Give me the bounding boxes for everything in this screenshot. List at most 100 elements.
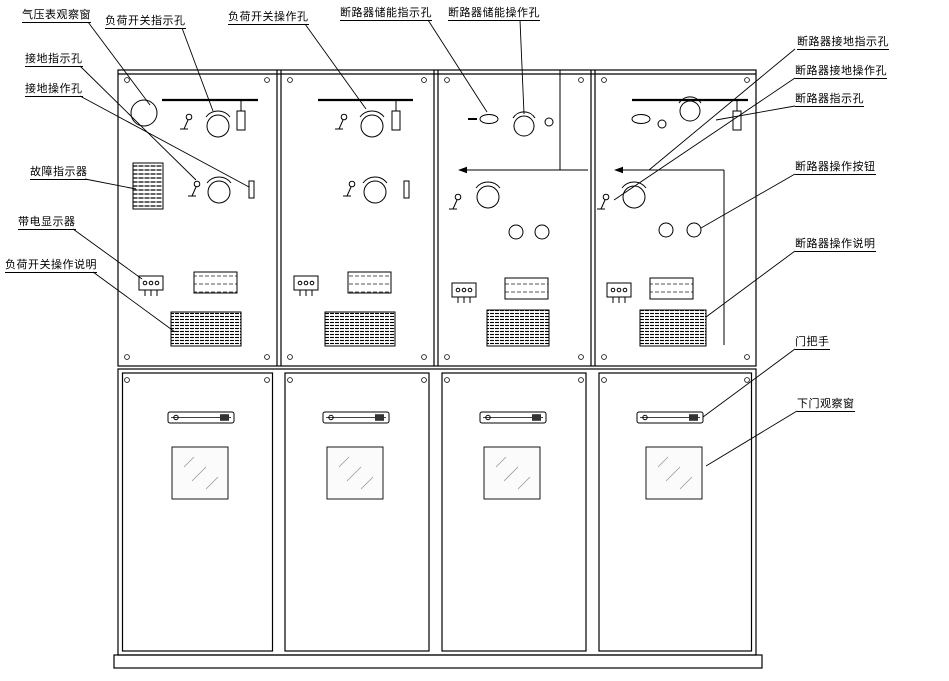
live-display-device — [138, 275, 164, 296]
step-arrow — [458, 166, 467, 174]
breaker-charge-operation-hole — [512, 111, 536, 137]
load-switch-operation-hole — [359, 110, 385, 138]
interlock-bar — [248, 180, 255, 199]
fault-indicator-device — [132, 162, 164, 210]
leader-line — [700, 173, 796, 229]
name-plate — [193, 271, 238, 294]
leader-line — [79, 65, 197, 181]
label-load-switch-operation-hole: 负荷开关操作孔 — [228, 10, 309, 25]
panel-2 — [293, 98, 413, 347]
door-1-handle — [167, 411, 235, 424]
label-breaker-charge-operation-hole: 断路器储能操作孔 — [448, 6, 540, 21]
interlock-slot — [391, 110, 401, 131]
leader-line — [72, 228, 143, 280]
operation-instruction-plate — [324, 311, 396, 347]
breaker-ground-indicator — [449, 193, 462, 210]
ground-switch-indicator — [343, 180, 356, 197]
breaker-button — [658, 222, 674, 238]
leader-line — [87, 21, 151, 106]
breaker-indicator — [657, 119, 667, 129]
door-4-window — [645, 446, 703, 500]
panel-4 — [597, 96, 748, 347]
breaker-charge-indicator — [631, 114, 651, 124]
ground-operation-hole — [362, 176, 388, 204]
panel-screws — [124, 77, 750, 383]
live-display-device — [293, 275, 319, 296]
label-breaker-charge-indicator-hole: 断路器储能指示孔 — [340, 6, 432, 21]
interlock-bar — [403, 180, 410, 199]
name-plate — [504, 277, 549, 300]
door-1-window — [171, 446, 229, 500]
breaker-button — [508, 224, 524, 240]
label-door-handle: 门把手 — [795, 335, 830, 350]
cabinet-lower-frame — [113, 368, 763, 669]
label-breaker-ground-operation-hole: 断路器接地操作孔 — [795, 64, 887, 79]
label-load-switch-instructions: 负荷开关操作说明 — [5, 258, 97, 273]
breaker-ground-operation-hole — [621, 181, 647, 209]
breaker-ground-operation-hole — [475, 181, 501, 209]
leader-line — [705, 410, 798, 467]
label-ground-operation-hole: 接地操作孔 — [25, 82, 83, 97]
panel-1 — [130, 98, 258, 347]
label-lower-door-window: 下门观察窗 — [797, 397, 855, 412]
label-breaker-operation-instructions: 断路器操作说明 — [795, 237, 876, 252]
operation-instruction-plate — [486, 309, 550, 347]
door-4-handle — [636, 411, 704, 424]
load-switch-operation-hole — [205, 110, 231, 138]
door-3-handle — [479, 411, 547, 424]
label-breaker-indicator-hole: 断路器指示孔 — [795, 92, 864, 107]
label-breaker-ground-indicator-hole: 断路器接地指示孔 — [797, 35, 889, 50]
interlock-slot — [236, 110, 246, 131]
leader-lines — [72, 19, 798, 467]
panel-3 — [449, 70, 588, 347]
breaker-button — [534, 224, 550, 240]
label-ground-indicator-hole: 接地指示孔 — [25, 52, 83, 67]
step-arrow — [614, 166, 623, 174]
operation-instruction-plate — [639, 309, 707, 347]
breaker-charge-indicator — [479, 114, 499, 124]
ground-switch-indicator — [188, 180, 201, 197]
load-switch-indicator — [180, 113, 193, 130]
name-plate — [649, 277, 694, 300]
label-fault-indicator: 故障指示器 — [30, 165, 88, 180]
operation-instruction-plate — [170, 311, 242, 347]
label-gas-gauge-window: 气压表观察窗 — [22, 8, 91, 23]
leader-line — [648, 48, 796, 171]
door-1 — [121, 372, 274, 652]
label-live-display: 带电显示器 — [18, 215, 76, 230]
leader-line — [79, 95, 250, 188]
door-2-handle — [322, 411, 390, 424]
leader-line — [715, 105, 796, 121]
leader-line — [613, 77, 796, 201]
door-handles — [167, 411, 704, 424]
door-3-window — [483, 446, 541, 500]
door-4 — [598, 372, 753, 652]
cabinet-upper-frame — [117, 69, 757, 367]
door-2 — [284, 372, 430, 652]
leader-line — [705, 250, 796, 318]
breaker-button — [686, 222, 702, 238]
leader-line — [92, 271, 176, 333]
interlock-slot — [732, 110, 742, 131]
live-display-device — [451, 282, 477, 303]
door-windows — [171, 446, 703, 500]
leader-line — [519, 19, 525, 115]
leader-line — [304, 23, 367, 110]
label-breaker-operation-button: 断路器操作按钮 — [795, 160, 876, 175]
leader-line — [702, 348, 796, 418]
leader-line — [181, 27, 214, 112]
breaker-operation-hole — [678, 96, 702, 122]
gas-gauge-window — [130, 99, 158, 127]
live-display-device — [606, 282, 632, 303]
label-load-switch-indicator-hole: 负荷开关指示孔 — [105, 14, 186, 29]
breaker-indicator — [544, 117, 554, 127]
load-switch-indicator — [335, 113, 348, 130]
door-2-window — [326, 446, 384, 500]
leader-line — [84, 178, 137, 190]
breaker-ground-indicator — [597, 193, 610, 210]
leader-line — [427, 19, 488, 113]
door-3 — [441, 372, 587, 652]
cabinet-base — [113, 654, 763, 669]
